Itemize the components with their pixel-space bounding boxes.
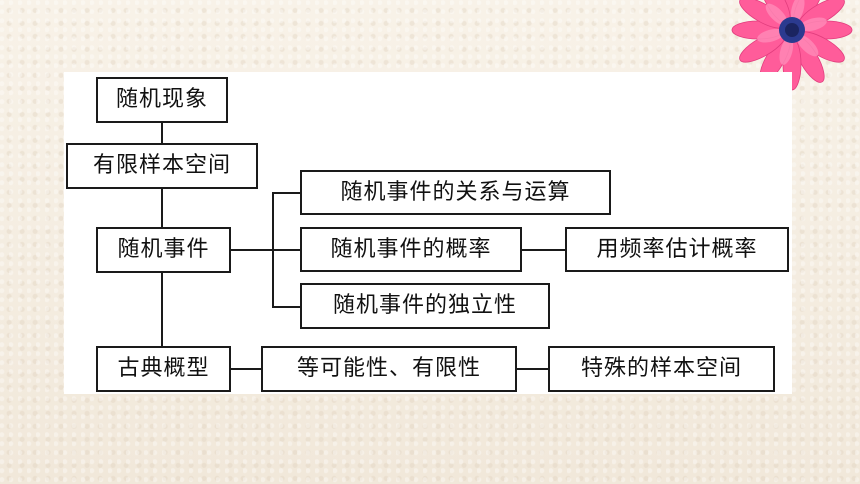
node-random-event: 随机事件 [96, 227, 231, 273]
connector-branch-to-relations [272, 192, 300, 194]
node-finite-sample-space: 有限样本空间 [66, 143, 258, 189]
connector-event-to-branch [231, 249, 273, 251]
flower-decoration-icon [731, 0, 853, 91]
node-event-independence: 随机事件的独立性 [300, 283, 550, 329]
connector-phenomenon-to-sample-space [161, 123, 163, 143]
node-event-probability: 随机事件的概率 [300, 227, 522, 272]
connector-branch-to-independence [272, 306, 300, 308]
node-special-sample-space: 特殊的样本空间 [548, 346, 775, 392]
connector-event-to-classical-model [161, 273, 163, 346]
connector-probability-to-frequency [522, 249, 565, 251]
connector-classical-to-equal-possibility [231, 368, 261, 370]
node-equal-possibility-finiteness: 等可能性、有限性 [261, 346, 517, 392]
node-classical-probability-model: 古典概型 [96, 346, 231, 392]
connector-sample-space-to-event [161, 189, 163, 227]
concept-map-panel: 随机现象 有限样本空间 随机事件 随机事件的关系与运算 随机事件的概率 用频率估… [64, 72, 792, 394]
connector-equal-possibility-to-special [517, 368, 548, 370]
node-random-phenomenon: 随机现象 [96, 77, 228, 123]
node-event-relations-operations: 随机事件的关系与运算 [300, 170, 611, 215]
connector-branch-to-probability [272, 249, 300, 251]
node-frequency-estimate-probability: 用频率估计概率 [565, 227, 789, 272]
